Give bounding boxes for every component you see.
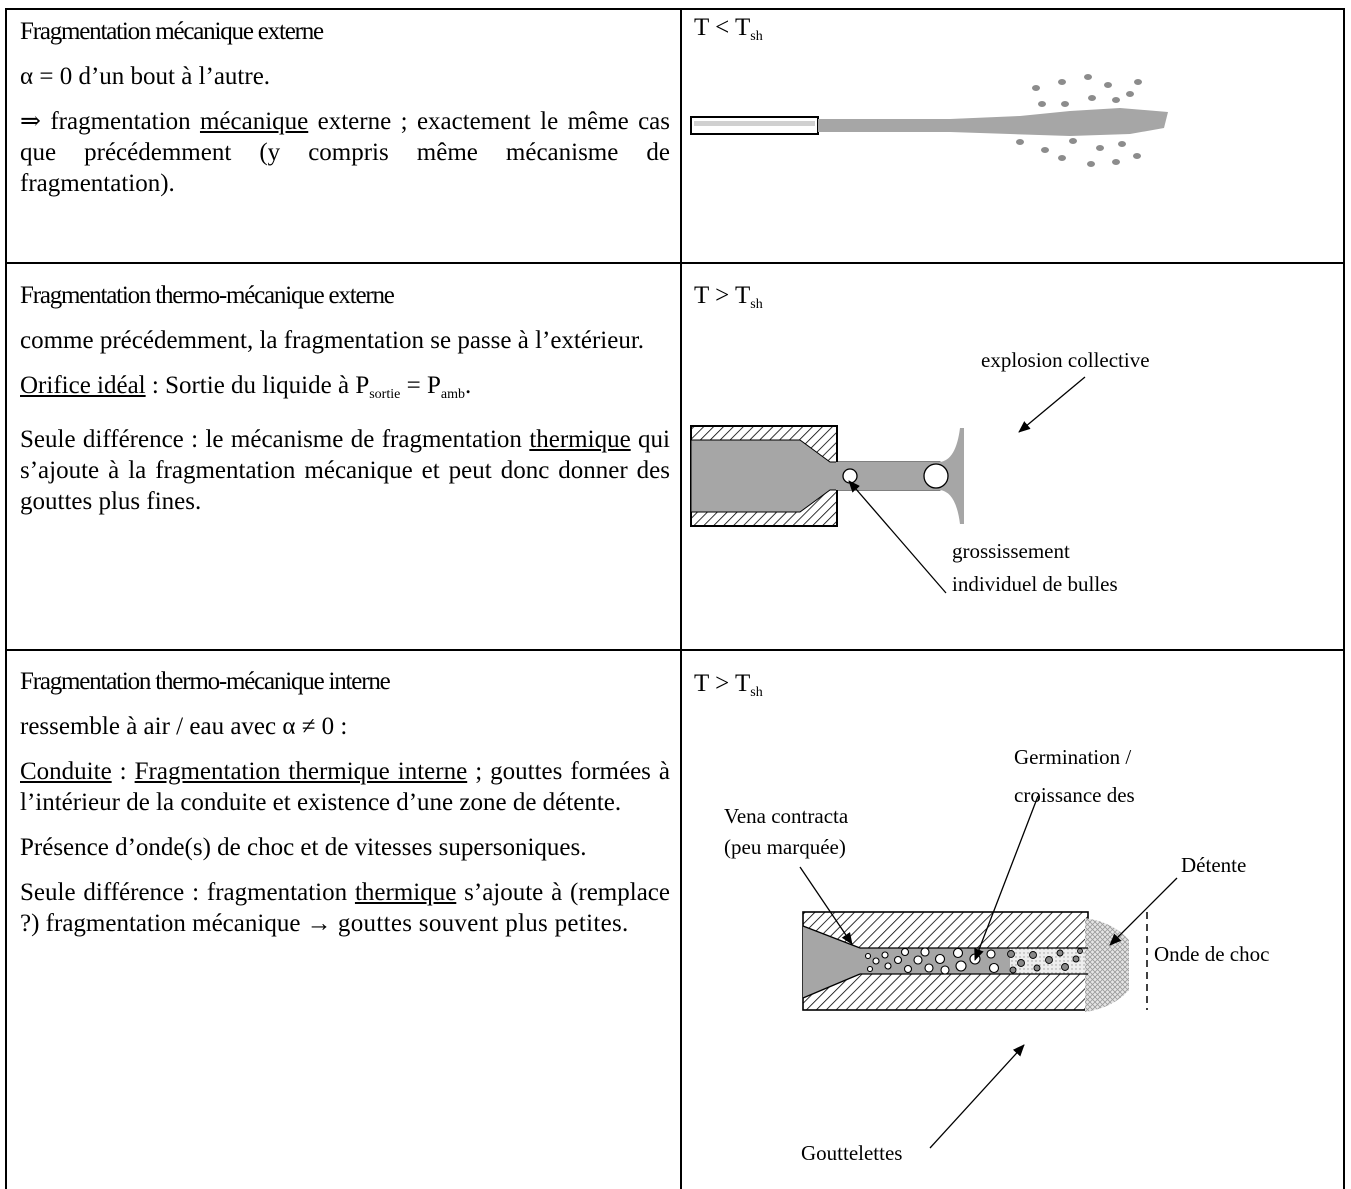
row3-condition: T > Tsh — [694, 670, 763, 700]
spray-droplets — [1016, 74, 1142, 167]
underlined-term: mécanique — [199, 108, 309, 135]
row2-difference: Seule différence : le mécanisme de fragm… — [20, 426, 670, 515]
row3-text: Fragmentation thermo-mécanique interne r… — [20, 666, 670, 953]
growth-label-1: grossissement — [952, 539, 1070, 563]
row1-condition: T < Tsh — [694, 14, 763, 44]
germination-label-1: Germination / — [1014, 745, 1132, 769]
germination-label-2: croissance des — [1014, 783, 1135, 807]
row1-text: Fragmentation mécanique externe α = 0 d’… — [20, 16, 670, 213]
nozzle-shading — [694, 121, 815, 126]
underlined-term: thermique — [529, 426, 631, 453]
external-mechanical-jet-diagram — [690, 74, 1168, 167]
row3-difference: Seule différence : fragmentation thermiq… — [20, 879, 670, 937]
table-left-border — [5, 8, 7, 1189]
underlined-term: Orifice idéal — [20, 372, 146, 399]
detente-label: Détente — [1181, 853, 1247, 877]
liquid-jet — [818, 108, 1168, 136]
droplets — [1007, 948, 1083, 974]
table-right-border — [1343, 8, 1345, 1189]
table-top-border — [5, 8, 1345, 10]
shock-wave-label: Onde de choc — [1154, 942, 1270, 966]
external-thermo-mechanical-diagram — [690, 425, 964, 527]
row3-line: ressemble à air / eau avec α ≠ 0 : — [20, 713, 348, 740]
table-column-divider — [680, 8, 682, 1189]
growth-label-2: individuel de bulles — [952, 572, 1118, 596]
explosion-label: explosion collective — [981, 348, 1150, 372]
bubbles — [864, 947, 1000, 975]
row1-paragraph: ⇒ fragmentation mécanique externe ; exac… — [20, 108, 670, 197]
row2-line: comme précédemment, la fragmentation se … — [20, 327, 645, 354]
large-bubble — [923, 463, 949, 489]
row3-conduite: Conduite : Fragmentation thermique inter… — [20, 758, 670, 816]
implies-symbol: ⇒ — [20, 108, 41, 135]
underlined-term: thermique — [354, 879, 457, 906]
row2-heading: Fragmentation thermo-mécanique externe — [20, 282, 395, 309]
row2-condition: T > Tsh — [694, 282, 763, 312]
row3-shock: Présence d’onde(s) de choc et de vitesse… — [20, 834, 587, 861]
row-divider — [5, 649, 1345, 651]
vena-contracta-label-1: Vena contracta — [724, 804, 849, 828]
row2-text: Fragmentation thermo-mécanique externe c… — [20, 280, 670, 531]
row1-line: α = 0 d’un bout à l’autre. — [20, 63, 271, 90]
droplets-label: Gouttelettes — [801, 1141, 903, 1165]
vena-contracta-label-2: (peu marquée) — [724, 835, 846, 859]
row1-heading: Fragmentation mécanique externe — [20, 18, 324, 45]
row3-heading: Fragmentation thermo-mécanique interne — [20, 668, 391, 695]
underlined-term: Fragmentation thermique interne — [134, 758, 468, 785]
explosion-cloud — [940, 428, 964, 524]
underlined-term: Conduite — [20, 758, 112, 785]
row2-orifice: Orifice idéal : Sortie du liquide à Psor… — [20, 372, 472, 402]
row-divider — [5, 262, 1345, 264]
